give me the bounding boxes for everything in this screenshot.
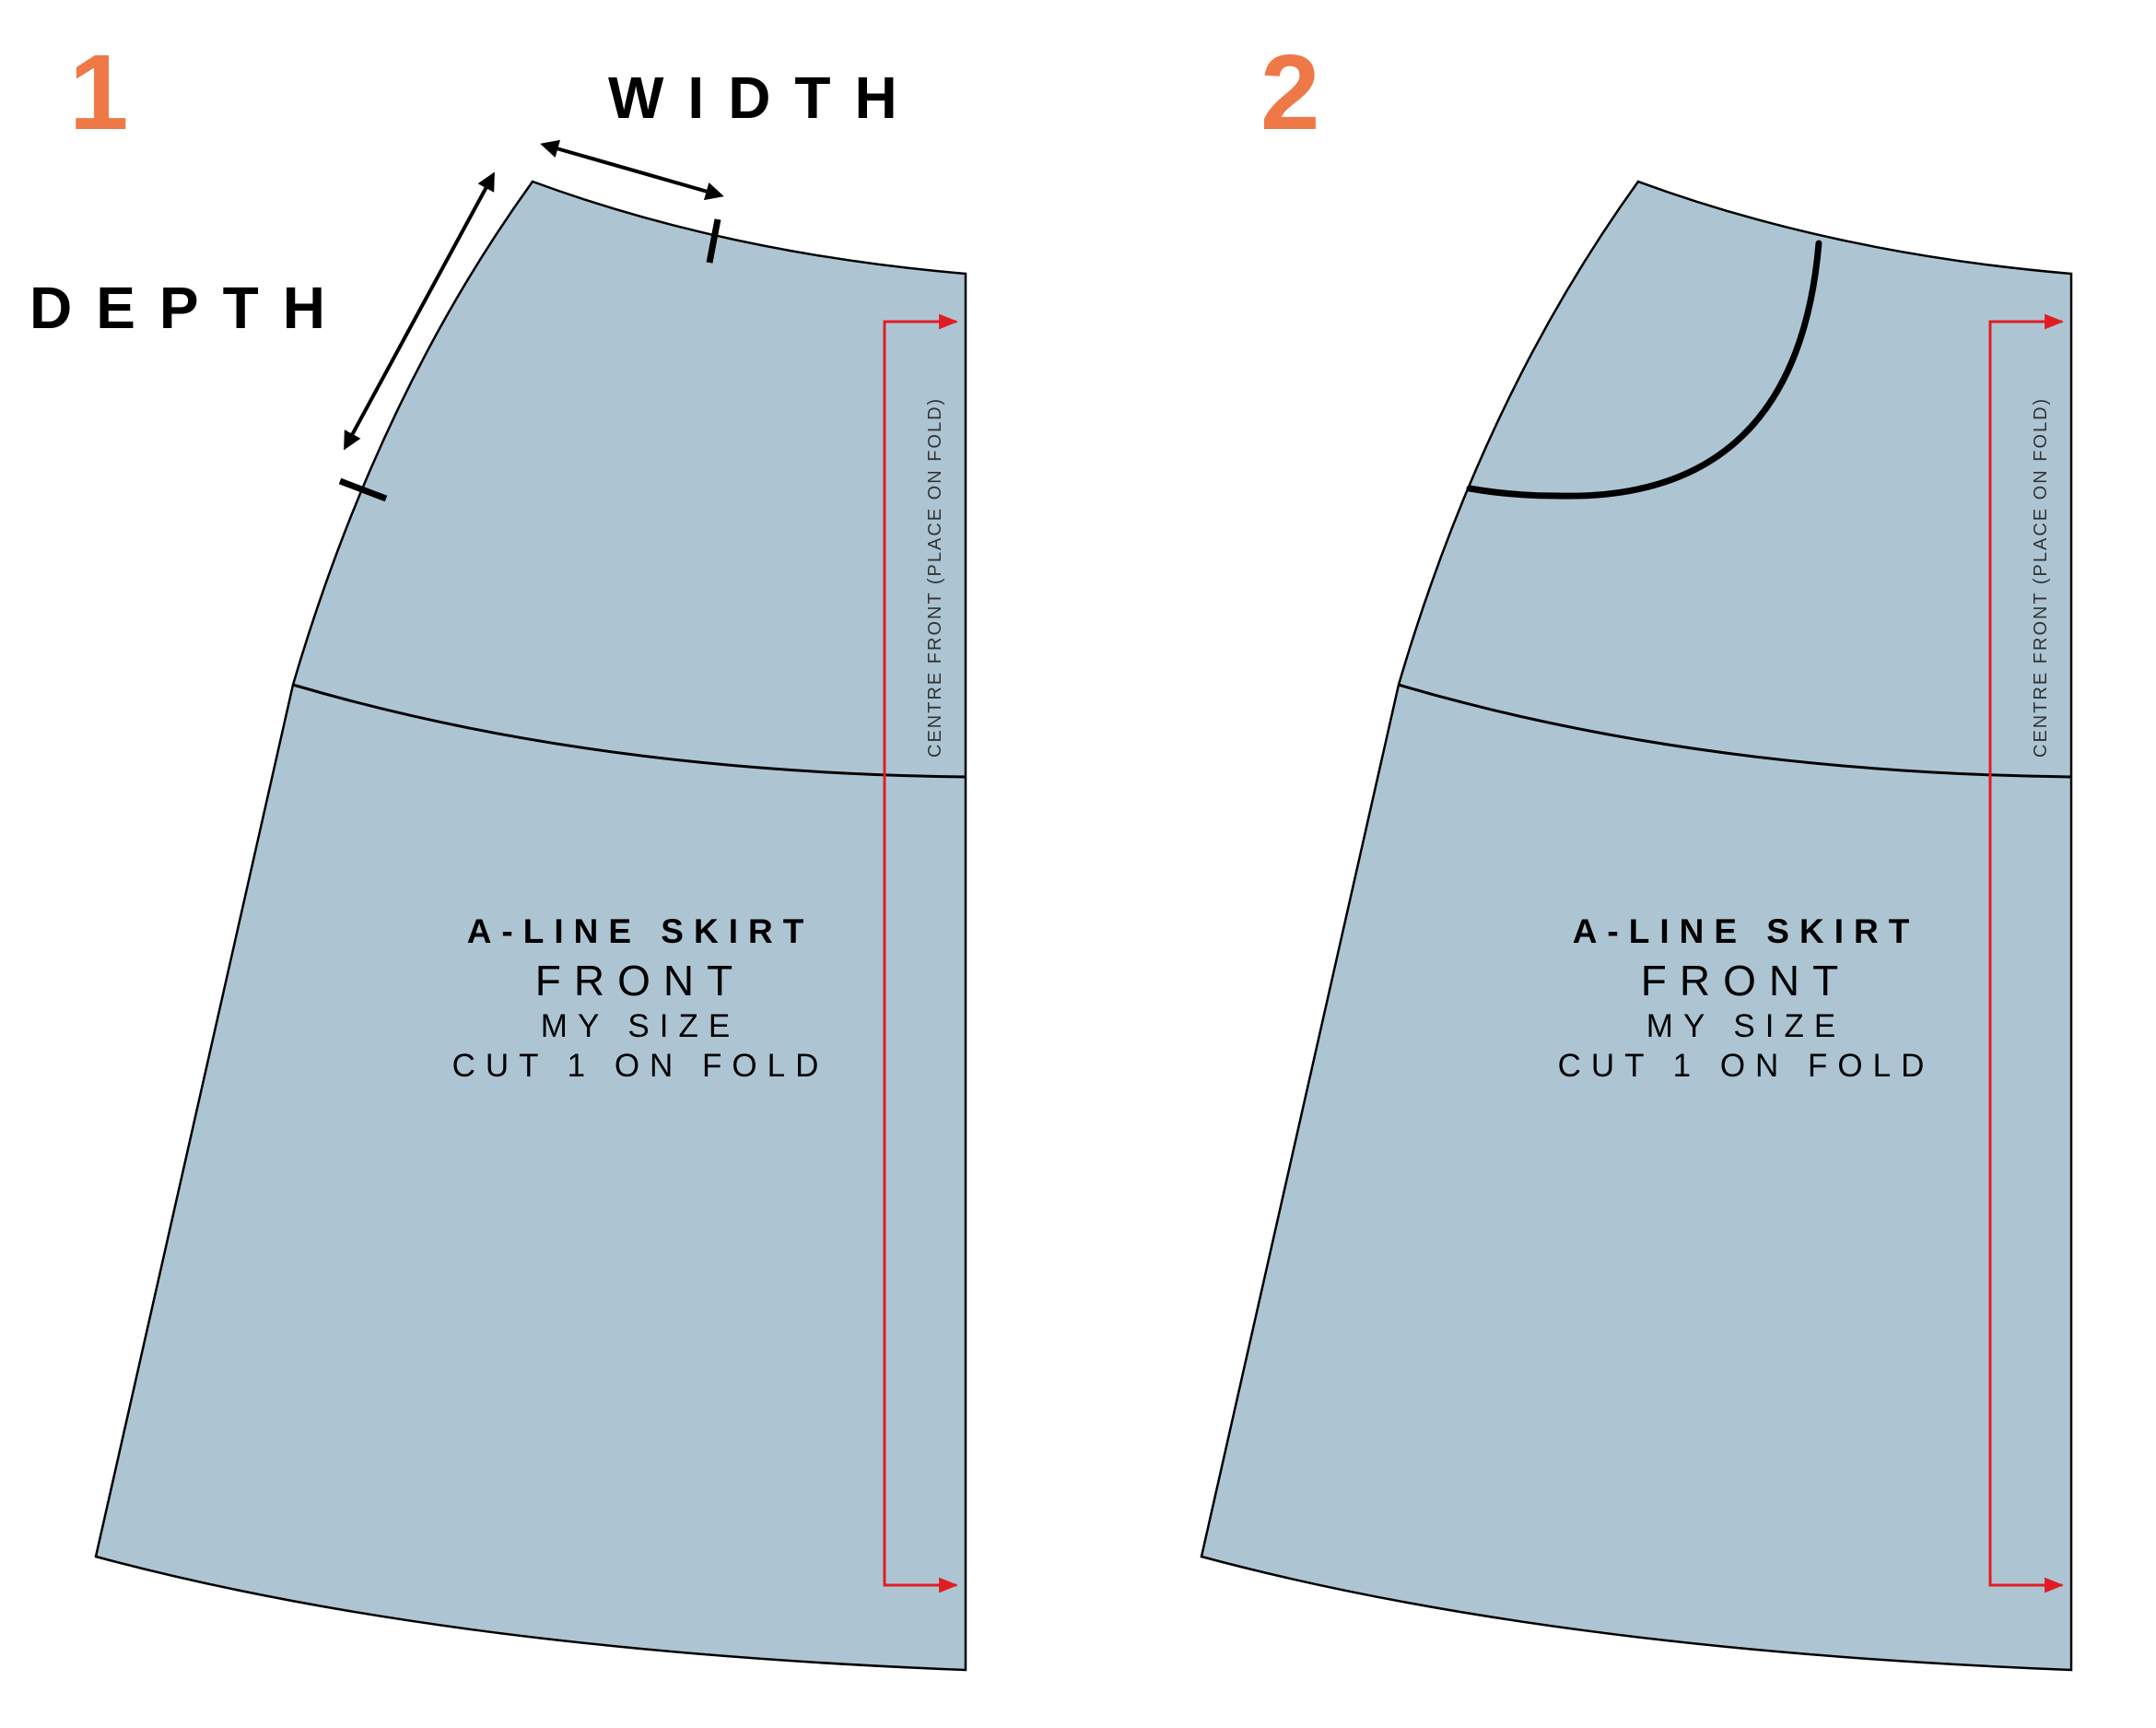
pattern-title: A-LINE SKIRT [1573, 912, 1920, 950]
width-label: WIDTH [608, 65, 921, 131]
yoke-line [292, 683, 967, 779]
depth-arrow [344, 171, 495, 451]
pattern-outline [1200, 180, 2073, 1672]
yoke-line [1398, 683, 2072, 779]
depth-notch [338, 477, 388, 502]
pattern-piece-name: FRONT [535, 957, 745, 1005]
pattern-title: A-LINE SKIRT [467, 912, 814, 950]
fold-label: CENTRE FRONT (PLACE ON FOLD) [925, 397, 945, 758]
width-notch [706, 218, 721, 264]
skirt-front-piece [1200, 180, 2073, 1672]
width-arrow [540, 139, 724, 201]
pattern-size: MY SIZE [1646, 1008, 1845, 1044]
fold-grainline [883, 320, 954, 1587]
depth-label: DEPTH [29, 275, 349, 341]
pocket-curve [1466, 240, 1822, 500]
panel-2: 2 CENTRE FRONT (PLACE ON FOLD) A-LINE SK… [1200, 32, 2073, 1672]
pattern-piece-name: FRONT [1641, 957, 1851, 1005]
pattern-cutting: CUT 1 ON FOLD [1558, 1048, 1935, 1084]
pattern-cutting: CUT 1 ON FOLD [452, 1048, 829, 1084]
pattern-size: MY SIZE [541, 1008, 740, 1044]
step-number: 1 [69, 32, 129, 152]
step-number: 2 [1260, 32, 1320, 152]
fold-label: CENTRE FRONT (PLACE ON FOLD) [2031, 397, 2051, 758]
panel-1: 1 WIDTH DEPTH CENTRE FRONT (PLACE ON FOL… [29, 32, 967, 1672]
fold-grainline [1988, 320, 2059, 1587]
